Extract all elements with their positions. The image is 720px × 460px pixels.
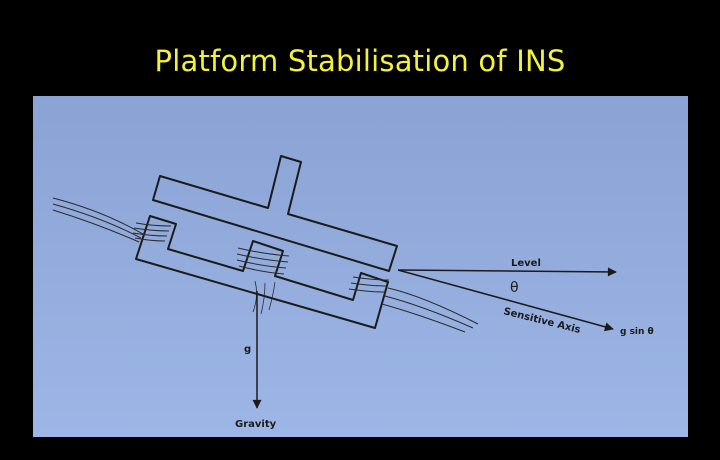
right-coil [348, 276, 390, 293]
level-label: Level [511, 258, 541, 269]
sensitive-axis-arrow [397, 269, 614, 332]
platform-diagram: g Gravity Level θ Sensitive Axis g sin θ [33, 96, 688, 437]
diagram-panel: g Gravity Level θ Sensitive Axis g sin θ [33, 96, 688, 437]
theta-label: θ [510, 280, 519, 296]
center-coil [236, 247, 290, 275]
slide-title: Platform Stabilisation of INS [154, 44, 566, 78]
pendulum-mass [152, 155, 398, 272]
g-sin-theta-label: g sin θ [620, 327, 654, 337]
level-arrow [397, 267, 617, 277]
right-suspension [381, 287, 479, 333]
g-label: g [244, 344, 251, 355]
left-suspension [52, 197, 144, 243]
left-coil [132, 222, 172, 242]
tilted-platform [135, 215, 389, 329]
gravity-label: Gravity [235, 419, 277, 430]
panel-background [33, 96, 688, 437]
